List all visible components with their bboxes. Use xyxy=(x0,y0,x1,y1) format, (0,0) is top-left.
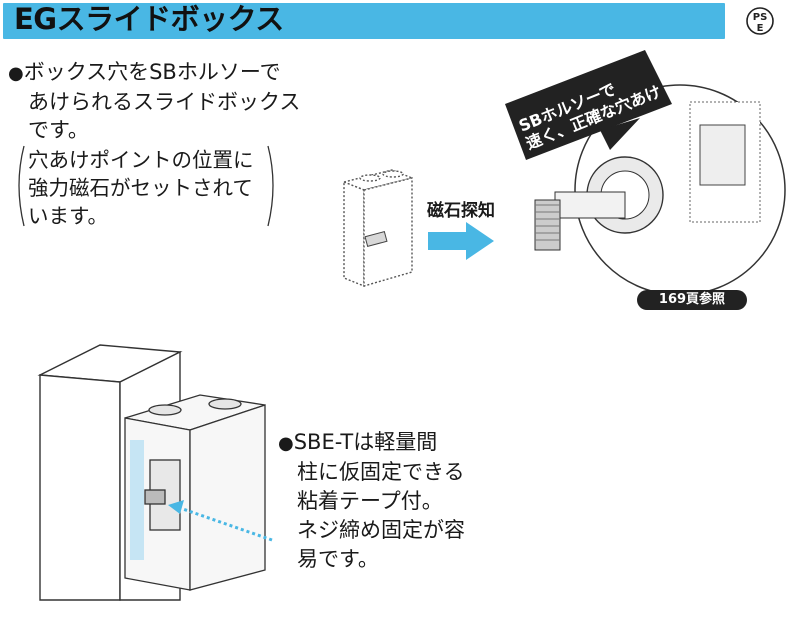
dotted-arrow-icon xyxy=(168,500,273,542)
note-block: 穴あけポイントの位置に 強力磁石がセットされて います。 xyxy=(28,146,254,230)
description-line-1: ボックス穴をSBホルソーで xyxy=(23,60,281,84)
bottom-line-2: 柱に仮固定できる xyxy=(297,460,465,484)
bottom-line-4: ネジ締め固定が容 xyxy=(297,518,465,542)
bottom-line-5: 易です。 xyxy=(297,547,379,571)
description-block: ●ボックス穴をSBホルソーで あけられるスライドボックス です。 xyxy=(8,58,300,144)
bottom-text-block: ●SBE-Tは軽量間 柱に仮固定できる 粘着テープ付。 ネジ締め固定が容 易です… xyxy=(278,428,465,574)
header: EGスライドボックス PS E xyxy=(0,0,796,44)
description-line-2: あけられるスライドボックス xyxy=(28,90,301,114)
header-bar xyxy=(3,3,725,39)
slide-box-drawing xyxy=(124,394,266,591)
description-line-3: です。 xyxy=(28,118,89,142)
bullet-icon: ● xyxy=(278,433,294,454)
arrow-right-icon xyxy=(428,222,494,260)
bullet-icon: ● xyxy=(8,63,24,84)
pse-mark-icon: PS E xyxy=(746,7,774,35)
bottom-line-1: SBE-Tは軽量間 xyxy=(293,430,438,454)
pse-line1: PS xyxy=(753,12,768,23)
bottom-line-3: 粘着テープ付。 xyxy=(297,489,443,513)
note-line-1: 穴あけポイントの位置に xyxy=(28,148,254,172)
note-line-2: 強力磁石がセットされて xyxy=(28,176,253,200)
magnet-detect-label: 磁石探知 xyxy=(427,201,495,221)
pse-line2: E xyxy=(757,23,764,34)
page-title: EGスライドボックス xyxy=(14,2,284,36)
page-reference-badge: 169頁参照 xyxy=(637,290,747,310)
callout-box xyxy=(505,50,672,160)
small-box-drawing xyxy=(341,169,415,288)
note-line-3: います。 xyxy=(28,204,108,228)
